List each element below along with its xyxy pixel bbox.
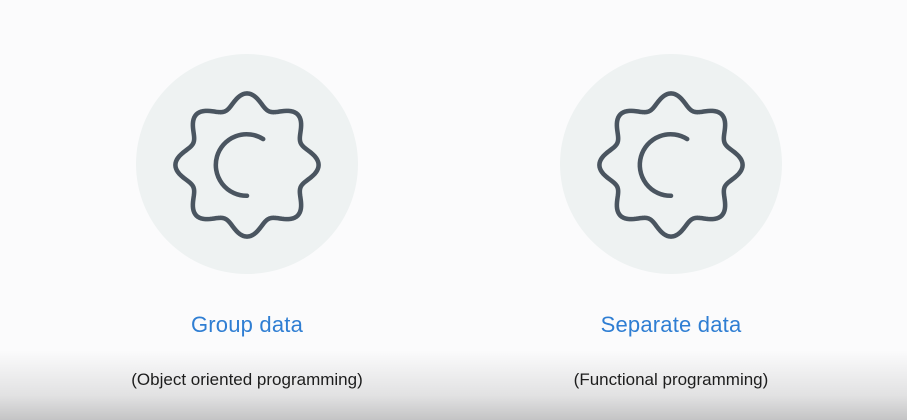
card-group-data: Group data (Object oriented programming) — [117, 0, 377, 420]
card-separate-data: Separate data (Functional programming) — [541, 0, 801, 420]
card-subtitle: (Object oriented programming) — [131, 370, 363, 389]
card-subtitle: (Functional programming) — [573, 370, 769, 389]
card-title: Separate data — [600, 312, 742, 337]
icon-circle — [136, 54, 358, 274]
icon-circle — [560, 54, 782, 274]
gear-icon — [173, 91, 321, 239]
card-title: Group data — [190, 312, 304, 337]
gear-icon — [597, 91, 745, 239]
